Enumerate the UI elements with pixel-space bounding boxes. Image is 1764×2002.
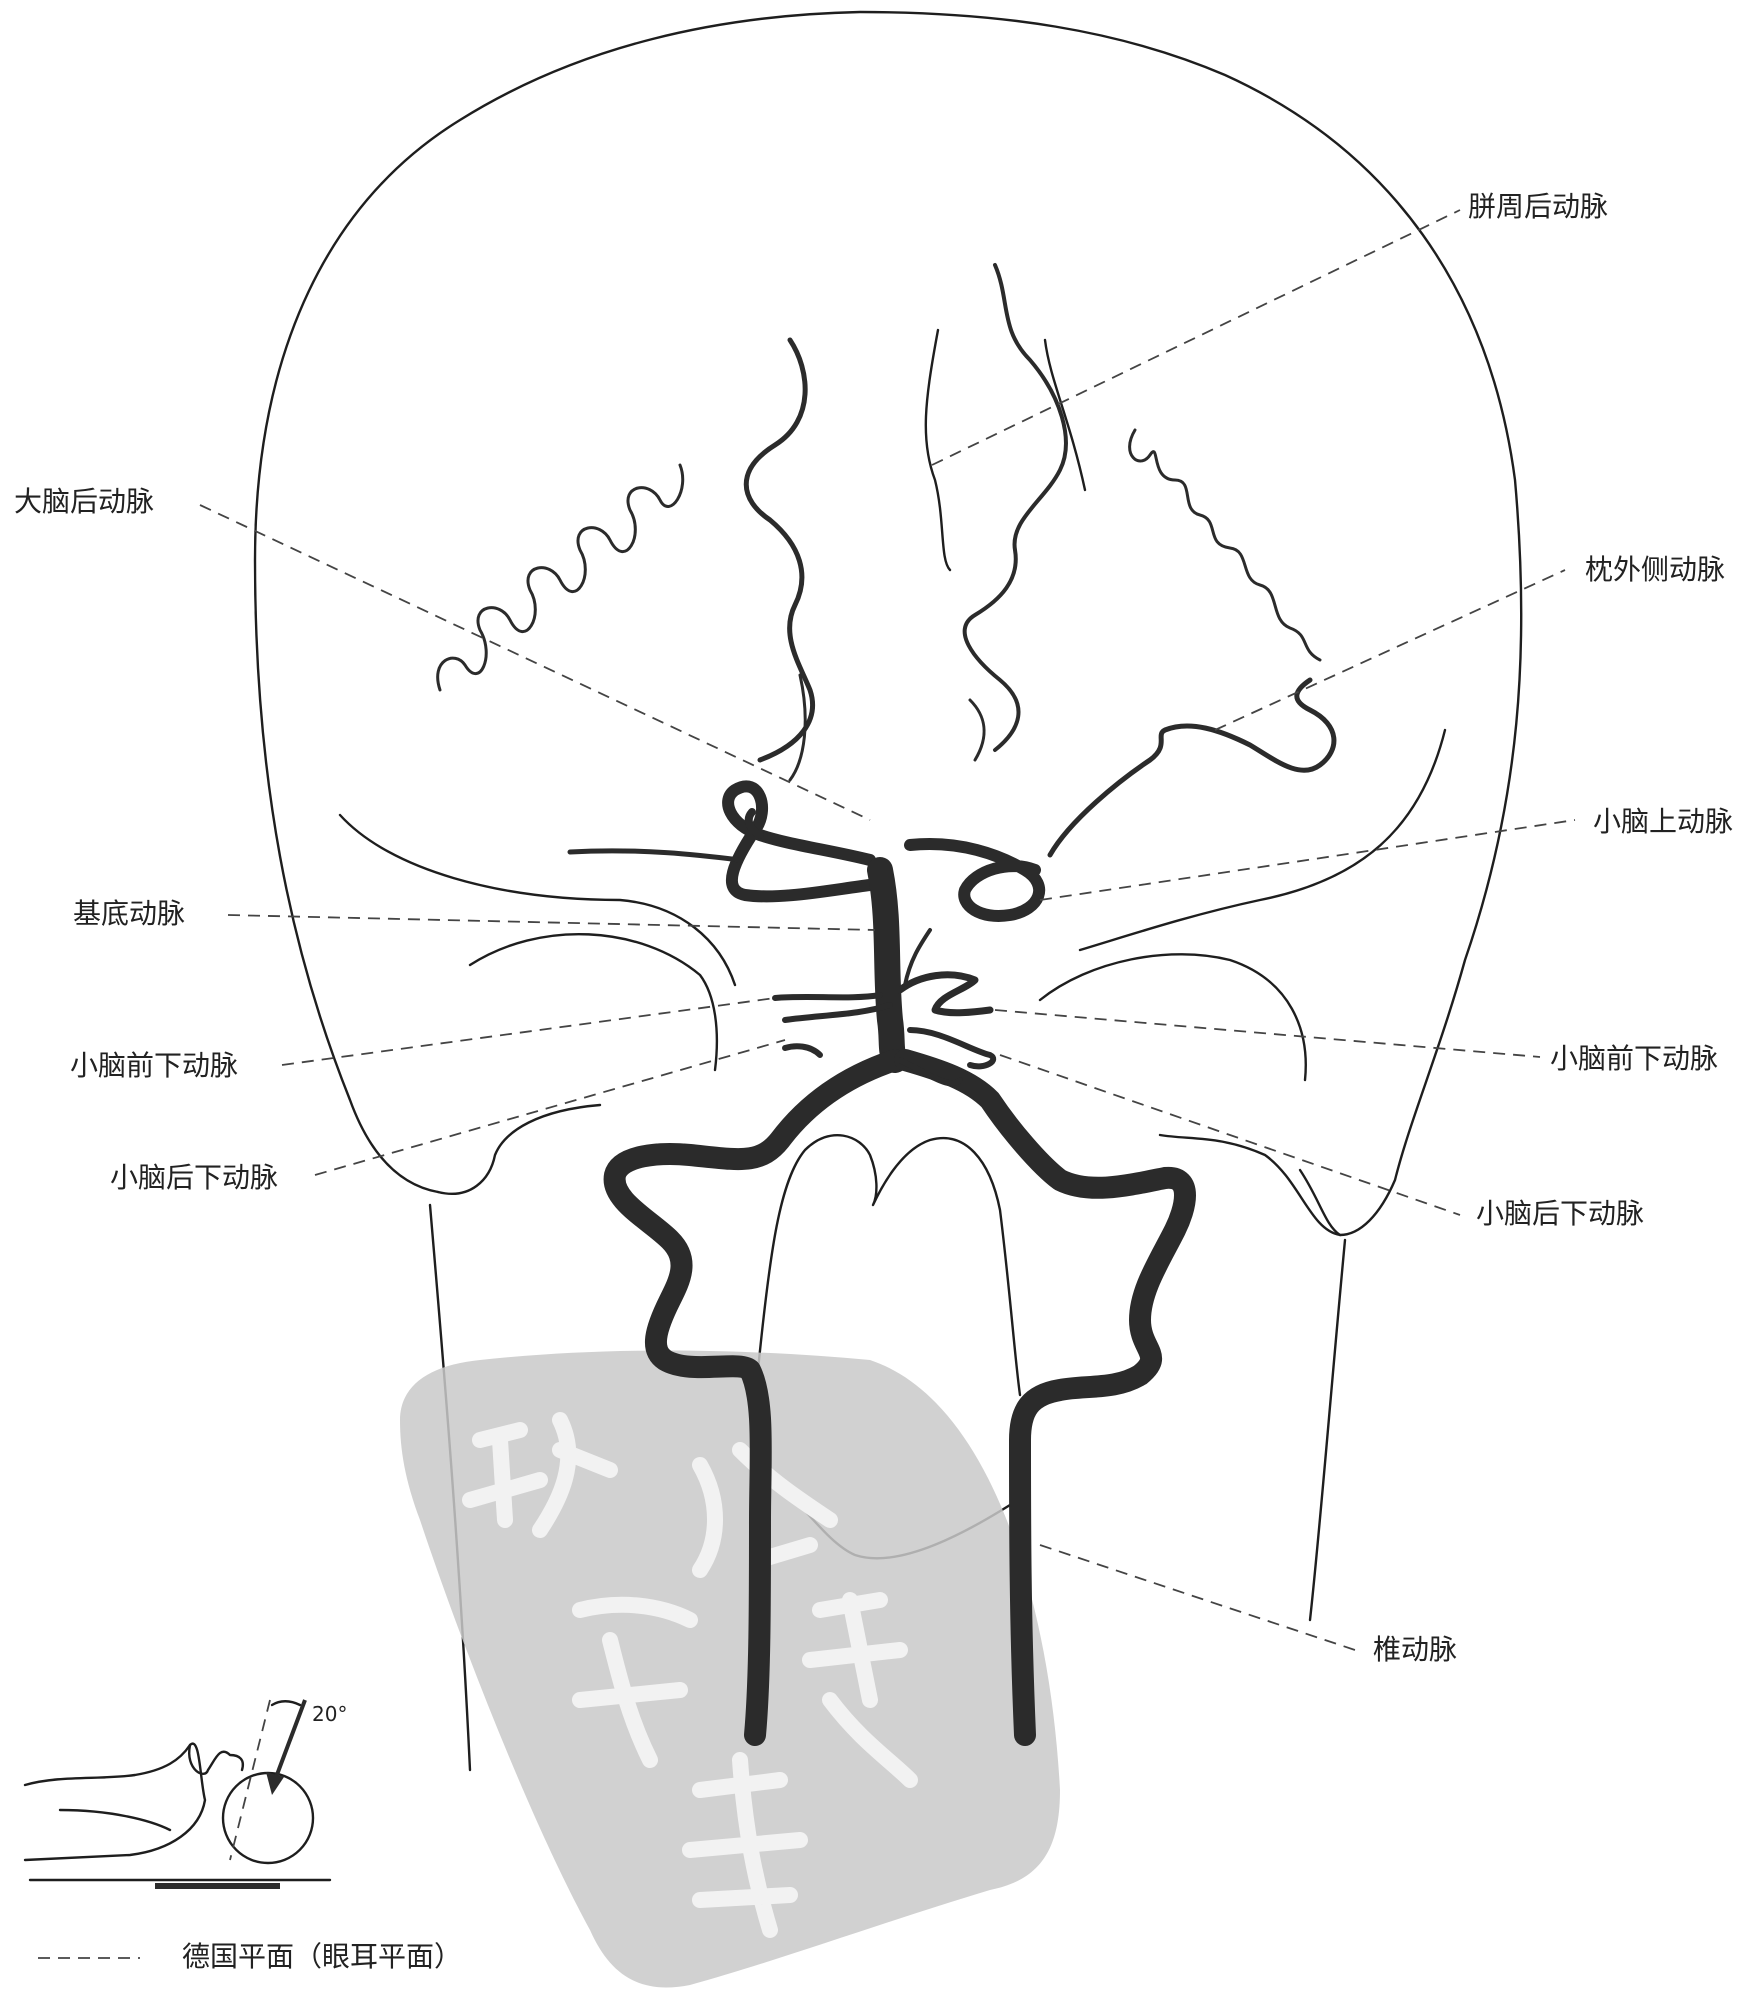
- watermark-stamp: [400, 1351, 1060, 1988]
- falx-left: [926, 330, 950, 570]
- lateral-occipital-artery: [1050, 680, 1334, 855]
- skull-base-right: [1300, 1170, 1340, 1235]
- leader-lateral-occipital: [1215, 570, 1565, 730]
- superior-cerebellar-arteries: [570, 786, 1039, 916]
- right-wavy-branch: [1130, 430, 1320, 660]
- posterior-cerebral-branches: [746, 265, 1066, 780]
- left-wavy-branch: [438, 465, 683, 690]
- leader-aica-right: [995, 1010, 1540, 1057]
- falx-right: [1045, 340, 1085, 490]
- label-aica-right: 小脑前下动脉: [1550, 1045, 1718, 1073]
- leader-aica-left: [282, 998, 775, 1065]
- label-superior-cerebellar-artery: 小脑上动脉: [1593, 808, 1733, 836]
- label-posterior-cerebral-artery: 大脑后动脉: [14, 488, 154, 516]
- inset-angle-label: 20°: [312, 1704, 347, 1724]
- label-vertebral-artery: 椎动脉: [1373, 1636, 1457, 1664]
- leader-pericallosal: [932, 210, 1460, 465]
- inset-legend-label: 德国平面（眼耳平面）: [182, 1943, 462, 1971]
- inset-body: [25, 1744, 205, 1860]
- label-basilar-artery: 基底动脉: [73, 900, 185, 928]
- label-pica-left: 小脑后下动脉: [110, 1164, 278, 1192]
- label-pericallosal-posterior-artery: 胼周后动脉: [1468, 193, 1608, 221]
- basilar-artery: [880, 870, 895, 1060]
- inset-head: [223, 1773, 313, 1863]
- leader-posterior-cerebral: [200, 505, 870, 820]
- inset-arm: [60, 1810, 170, 1830]
- fossa-left-lower: [470, 934, 717, 1070]
- label-pica-right: 小脑后下动脉: [1476, 1200, 1644, 1228]
- neck-right: [1310, 1240, 1345, 1620]
- fossa-right-upper: [1080, 730, 1445, 950]
- inset-angle-arc: [272, 1701, 300, 1705]
- inset-beam-dash: [230, 1700, 270, 1860]
- inset-plate: [155, 1883, 280, 1889]
- positioning-inset: [25, 1700, 330, 1958]
- leader-basilar: [228, 915, 875, 930]
- inset-beam-arrow: [275, 1700, 305, 1780]
- label-aica-left: 小脑前下动脉: [70, 1052, 238, 1080]
- leader-vertebral: [1040, 1545, 1355, 1650]
- label-lateral-occipital-artery: 枕外侧动脉: [1585, 556, 1725, 584]
- skull-base-left: [438, 1105, 600, 1194]
